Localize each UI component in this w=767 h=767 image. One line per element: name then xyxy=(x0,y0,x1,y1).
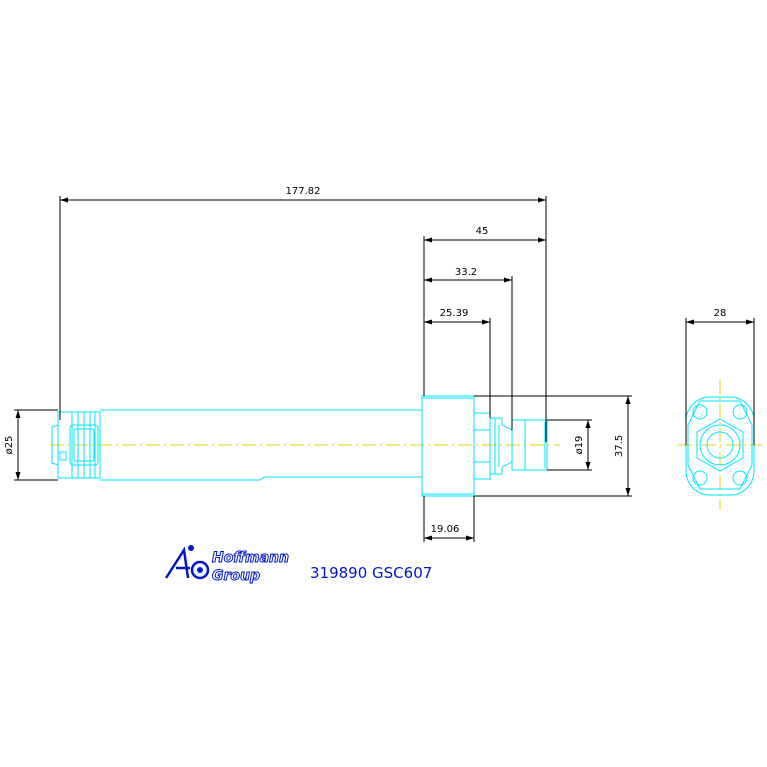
dim-label-33-2: 33.2 xyxy=(455,267,477,278)
arrowhead xyxy=(424,237,432,243)
grip-ring-inner xyxy=(73,428,95,462)
spigot xyxy=(511,419,548,471)
arrowhead xyxy=(466,535,474,541)
end-view-bolt-hole xyxy=(692,470,708,486)
logo-line-2: Group xyxy=(212,568,260,584)
end-view-bolt-hole xyxy=(692,404,708,420)
end-view-flange xyxy=(687,400,753,490)
arrowhead xyxy=(686,319,694,325)
arrowhead xyxy=(15,472,21,480)
dim-label-overall-length: 177.82 xyxy=(286,186,321,197)
part-number: 319890 GSC607 xyxy=(310,564,432,582)
dim-label-dia19: ø19 xyxy=(574,436,585,455)
arrowhead xyxy=(746,319,754,325)
grip-end-cap xyxy=(51,424,59,466)
end-view-outer-circle xyxy=(699,424,741,466)
hoffmann-group-logo: Hoffmann Group xyxy=(164,545,289,585)
arrowhead xyxy=(15,410,21,418)
end-view-bore xyxy=(706,431,734,459)
arrowhead xyxy=(504,277,512,283)
end-view-bolt-hole xyxy=(732,404,748,420)
arrowheads xyxy=(15,197,754,541)
hex-section xyxy=(473,412,491,480)
end-view xyxy=(685,396,755,496)
arrowhead xyxy=(585,462,591,470)
centerlines xyxy=(50,380,762,510)
dim-label-37-5: 37.5 xyxy=(614,435,625,457)
side-view xyxy=(51,395,548,497)
arrowhead xyxy=(585,420,591,428)
collar xyxy=(421,395,475,497)
logo-line-1: Hoffmann xyxy=(212,550,289,566)
arrowhead xyxy=(538,197,546,203)
arrowhead xyxy=(424,277,432,283)
dim-label-dia25: ø25 xyxy=(4,436,15,455)
arrowhead xyxy=(60,197,68,203)
end-view-bolt-hole xyxy=(732,470,748,486)
dim-label-25-39: 25.39 xyxy=(440,308,469,319)
arrowhead xyxy=(625,396,631,404)
arrowhead xyxy=(424,319,432,325)
logo-figure-head xyxy=(188,545,194,551)
dim-label-28: 28 xyxy=(714,308,727,319)
dim-label-45: 45 xyxy=(476,226,489,237)
dim-label-19-06: 19.06 xyxy=(431,524,460,535)
arrowhead xyxy=(424,535,432,541)
end-view-hex xyxy=(696,418,744,472)
transition-nut xyxy=(489,417,513,475)
grip-pin xyxy=(59,451,67,461)
arrowhead xyxy=(625,488,631,496)
shaft-bottom-edge xyxy=(100,476,422,481)
logo-figure-a xyxy=(164,546,190,579)
dimension-lines xyxy=(14,196,755,542)
grip-ring xyxy=(69,424,99,466)
arrowhead xyxy=(482,319,490,325)
grip-head xyxy=(57,411,101,479)
end-view-body xyxy=(685,396,755,496)
logo-ball-icon xyxy=(190,560,210,580)
hoffmann-logo-icon xyxy=(164,545,210,580)
arrowhead xyxy=(538,237,546,243)
logo-ball-center xyxy=(197,567,203,573)
